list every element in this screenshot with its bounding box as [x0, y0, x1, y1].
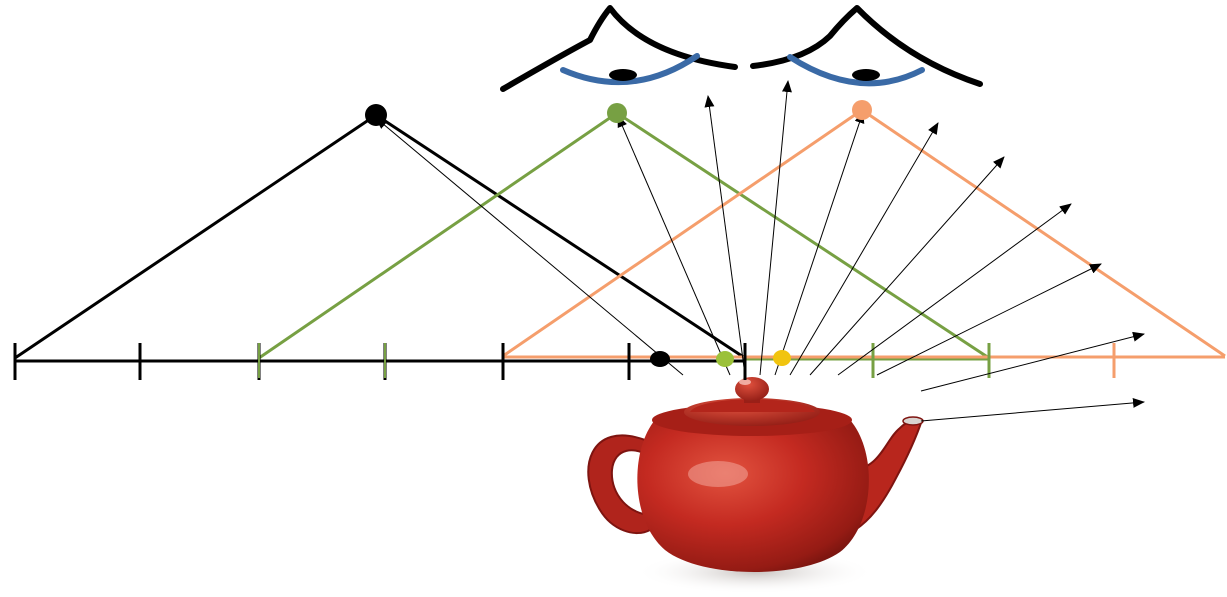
teapot-spout-tip — [902, 416, 924, 426]
right-eye-pupil — [852, 69, 880, 81]
left-eye-icon — [500, 5, 738, 92]
teapot-lid-dome — [690, 399, 815, 412]
projection-black-triangle — [14, 113, 746, 360]
black-image-point — [650, 351, 670, 367]
left-eye-lid — [560, 53, 700, 86]
ray-arrow-icon — [375, 117, 684, 376]
points — [365, 100, 872, 367]
ray-arrow-icon — [617, 115, 731, 376]
green-projection-center — [607, 103, 627, 123]
ray-arrow-icon — [759, 80, 792, 376]
light-rays — [375, 80, 1145, 422]
teapot-highlight — [688, 461, 748, 487]
scale-ticks — [13, 343, 1116, 380]
left-eye-outline — [500, 5, 738, 92]
ray-arrow-icon — [774, 111, 865, 376]
projection-black — [14, 113, 746, 363]
teapot-highlight-small — [739, 379, 751, 385]
ray-arrow-icon — [920, 331, 1145, 392]
right-eye-outline — [750, 5, 983, 87]
projection-green-triangle — [258, 111, 990, 360]
ray-arrow-icon — [704, 95, 746, 376]
ray-arrow-icon — [837, 203, 1072, 376]
ray-arrow-icon — [809, 156, 1005, 376]
projection-orange-triangle — [502, 108, 1226, 358]
ray-arrow-icon — [920, 397, 1145, 422]
ray-arrow-icon — [789, 122, 939, 376]
right-eye-lid — [787, 54, 925, 87]
teapot-icon — [587, 377, 924, 594]
right-eye-icon — [750, 5, 983, 87]
orange-projection-center — [852, 100, 872, 120]
projection-green — [258, 111, 990, 361]
green-image-point — [716, 351, 734, 367]
black-projection-center — [365, 104, 387, 126]
yellow-image-point — [773, 350, 791, 366]
ray-arrow-icon — [876, 263, 1102, 376]
teapot-body — [637, 420, 869, 573]
left-eye-pupil — [609, 69, 637, 81]
projection-orange — [502, 108, 1226, 359]
